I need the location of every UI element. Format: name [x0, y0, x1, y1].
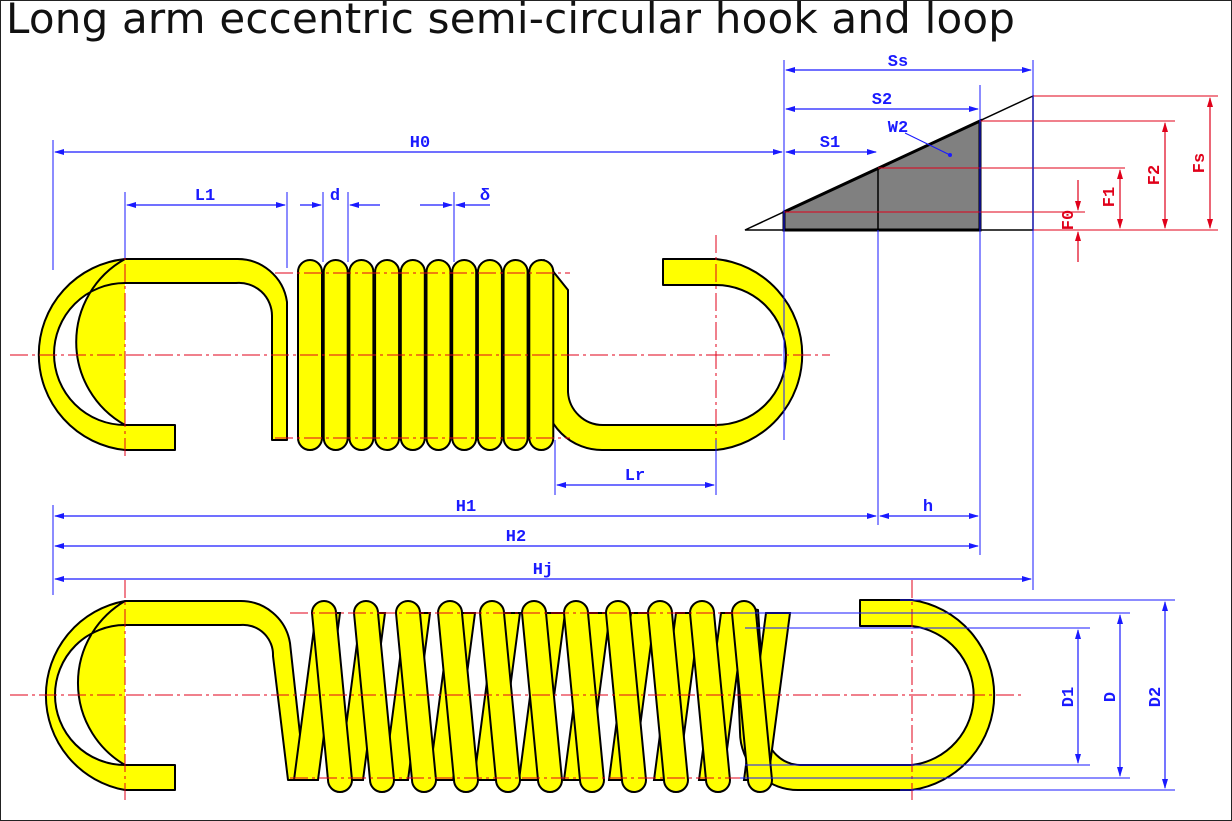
label-fs: Fs — [1191, 153, 1210, 173]
diagram-title: Long arm eccentric semi-circular hook an… — [6, 0, 1016, 43]
load-dimension-lines — [1075, 97, 1213, 262]
dimension-lines — [54, 67, 1168, 789]
bottom-coil — [310, 600, 354, 793]
dimension-labels: Ss S2 S1 W2 H0 L1 d δ Lr H1 h H2 Hj F0 F… — [195, 53, 1210, 707]
label-hj: Hj — [533, 561, 553, 580]
label-h1: H1 — [456, 498, 476, 517]
label-s2: S2 — [872, 91, 892, 110]
top-spring — [10, 235, 830, 460]
bottom-left-hook — [44, 599, 306, 791]
bottom-coil — [646, 600, 690, 793]
label-h: h — [923, 498, 933, 517]
load-diagram — [744, 94, 1218, 232]
bottom-coil — [436, 600, 480, 793]
label-delta: δ — [480, 187, 490, 206]
label-s1: S1 — [820, 134, 840, 153]
label-l1: L1 — [195, 187, 215, 206]
label-d1: D1 — [1060, 687, 1079, 707]
label-f1: F1 — [1101, 187, 1120, 207]
top-left-hook — [37, 257, 288, 451]
label-h0: H0 — [410, 134, 430, 153]
label-lr: Lr — [625, 467, 645, 486]
bottom-coil — [394, 600, 438, 793]
label-d: d — [330, 187, 340, 206]
bottom-coil — [520, 600, 564, 793]
label-f2: F2 — [1146, 165, 1165, 185]
bottom-coil — [688, 600, 732, 793]
bottom-coil — [730, 600, 774, 793]
top-right-hook — [543, 258, 804, 452]
work-area-w2 — [782, 118, 982, 232]
bottom-coil — [478, 600, 522, 793]
label-d2: D2 — [1147, 687, 1166, 707]
label-f0: F0 — [1060, 210, 1079, 230]
extension-lines — [52, 60, 1175, 791]
bottom-spring — [10, 580, 1025, 800]
bottom-coil — [604, 600, 648, 793]
label-w2: W2 — [888, 119, 908, 138]
bottom-coil — [352, 600, 396, 793]
bottom-coil — [562, 600, 606, 793]
label-d-mean: D — [1102, 692, 1121, 702]
label-h2: H2 — [506, 528, 526, 547]
label-ss: Ss — [888, 53, 908, 72]
bottom-coils — [292, 600, 792, 793]
